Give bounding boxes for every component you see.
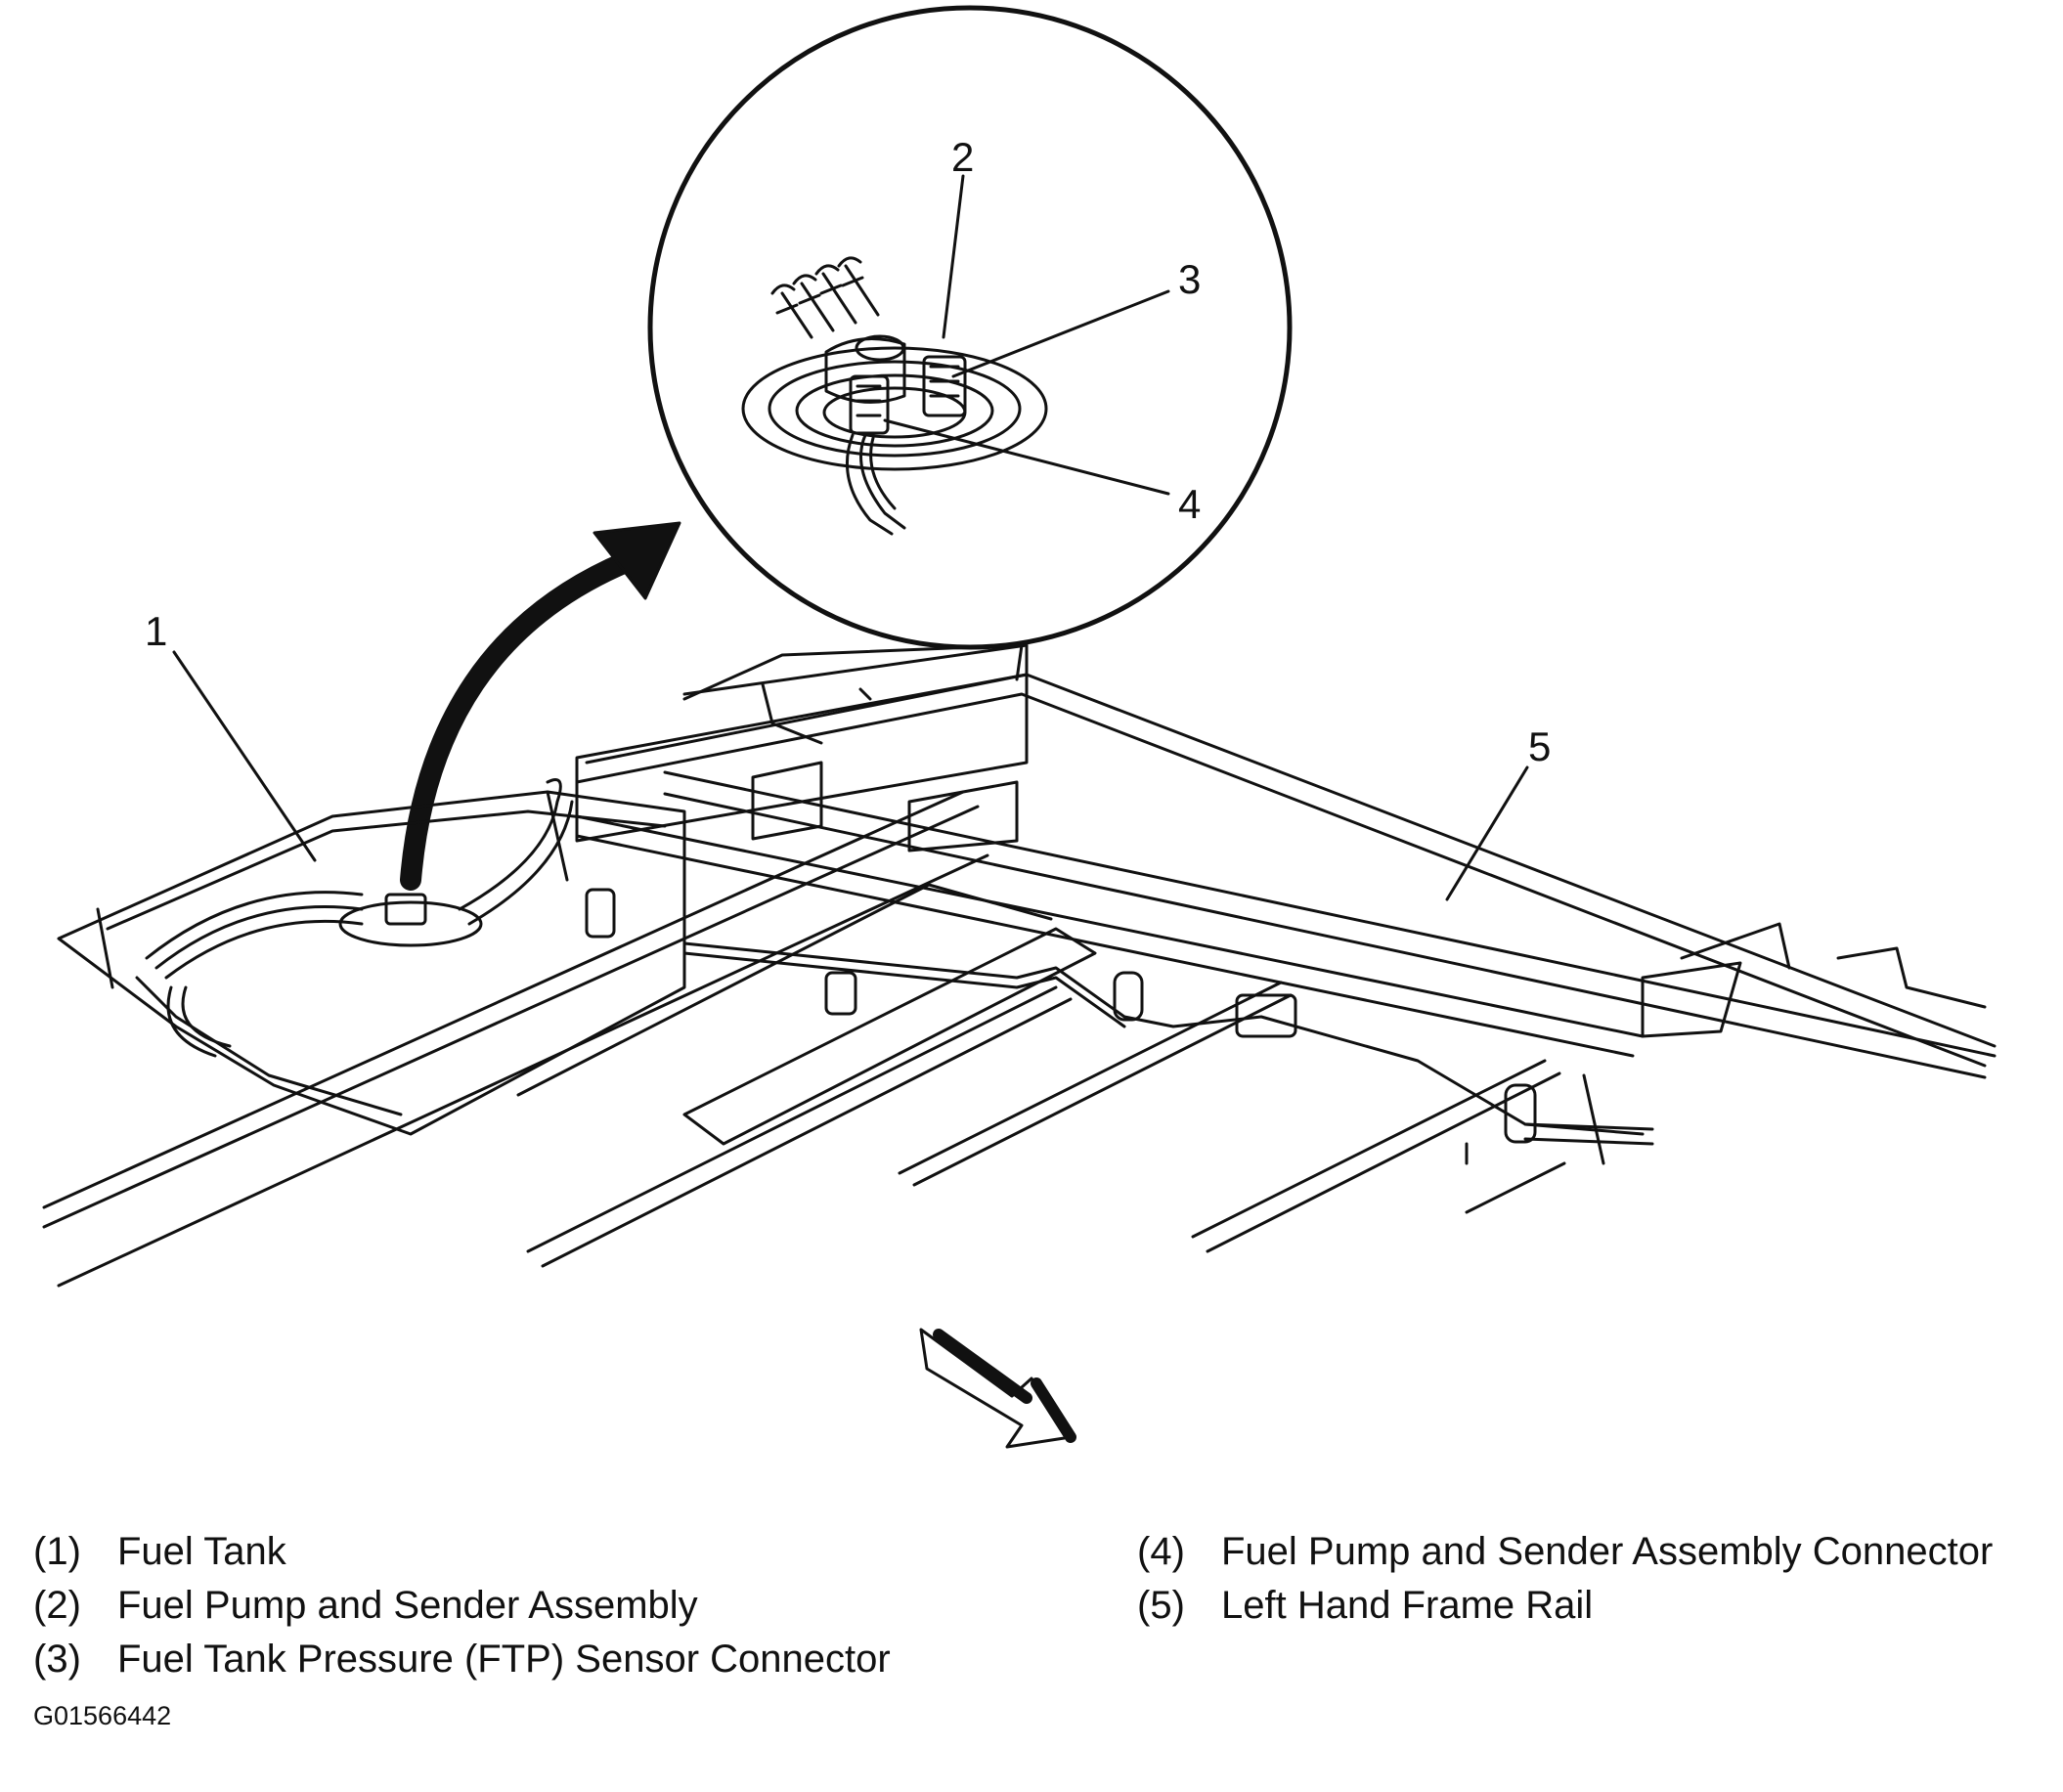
legend-label: Fuel Pump and Sender Assembly <box>117 1584 698 1627</box>
legend-label: Fuel Tank Pressure (FTP) Sensor Connecto… <box>117 1638 891 1681</box>
legend-label: Left Hand Frame Rail <box>1221 1584 1594 1627</box>
detail-view-circle <box>647 5 1293 650</box>
callout-1-leader <box>172 650 317 862</box>
legend-item: (5) Left Hand Frame Rail <box>1137 1579 1993 1633</box>
legend-number: (5) <box>1137 1584 1185 1627</box>
left-hand-frame-rail <box>575 673 1997 1079</box>
legend-number: (2) <box>33 1584 81 1627</box>
legend-column-right: (4) Fuel Pump and Sender Assembly Connect… <box>1137 1525 1993 1633</box>
figure-id: G01566442 <box>33 1701 172 1730</box>
callout-3-leader <box>951 289 1170 378</box>
legend-column-left: (1) Fuel Tank (2) Fuel Pump and Sender Ass… <box>33 1525 891 1686</box>
legend-label: Fuel Pump and Sender Assembly Connector <box>1221 1530 1994 1573</box>
legend-label: Fuel Tank <box>117 1530 286 1573</box>
front-direction-arrow <box>919 1328 1076 1449</box>
legend-number: (3) <box>33 1638 81 1681</box>
callout-2-leader <box>942 174 965 339</box>
legend-item: (4) Fuel Pump and Sender Assembly Connect… <box>1137 1525 1993 1579</box>
pointer-arrow <box>400 521 681 891</box>
callout-2-label: 2 <box>951 134 974 180</box>
legend-item: (1) Fuel Tank <box>33 1525 891 1579</box>
legend-number: (1) <box>33 1530 81 1573</box>
legend-item: (3) Fuel Tank Pressure (FTP) Sensor Conne… <box>33 1633 891 1686</box>
callout-4-leader <box>883 418 1170 496</box>
callout-3-label: 3 <box>1178 256 1201 302</box>
fuel-tank <box>57 778 686 1136</box>
callout-5-leader <box>1445 765 1529 901</box>
callout-5-label: 5 <box>1528 723 1551 769</box>
frame-structure <box>42 643 1997 1288</box>
legend-item: (2) Fuel Pump and Sender Assembly <box>33 1579 891 1633</box>
callout-4-label: 4 <box>1178 481 1201 527</box>
callout-1-label: 1 <box>145 608 167 654</box>
legend-number: (4) <box>1137 1530 1185 1573</box>
